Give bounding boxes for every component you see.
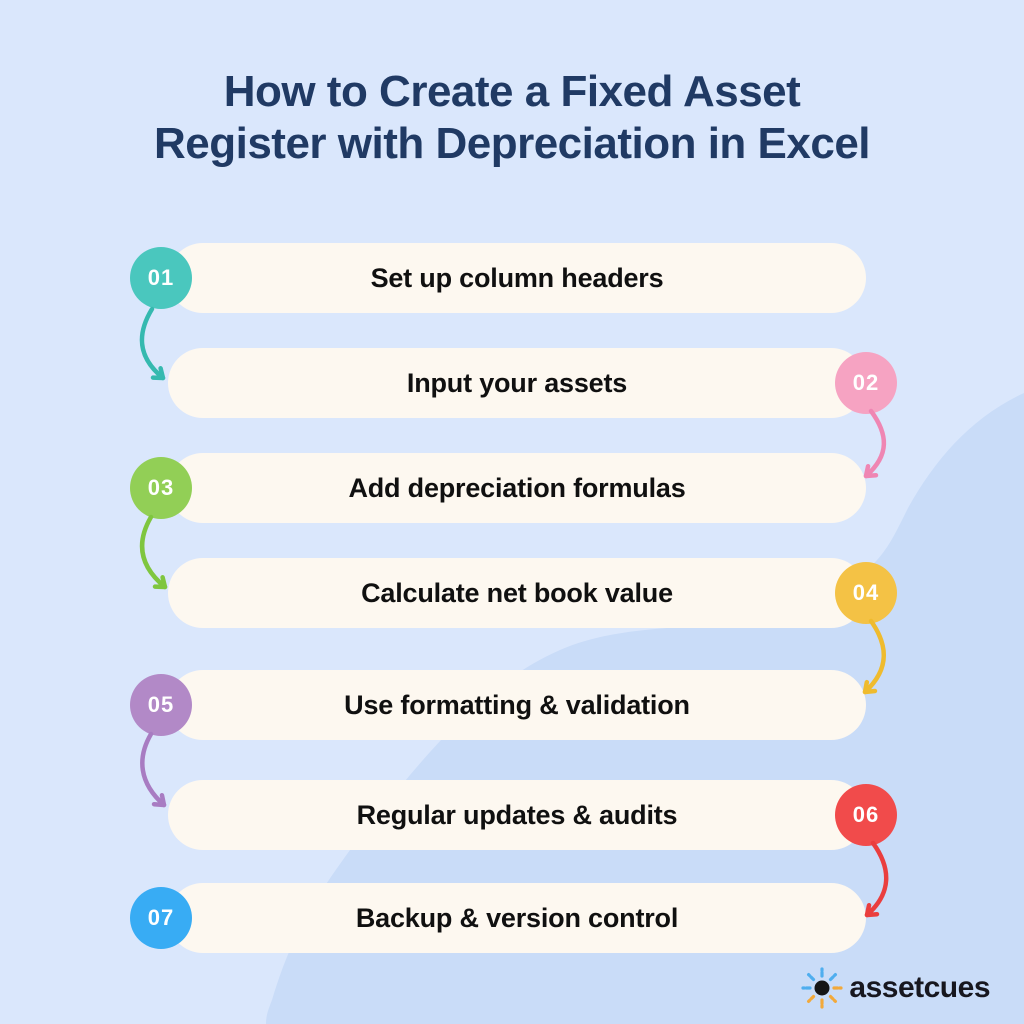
brand-logo: assetcues xyxy=(800,966,990,1010)
step-pill-2: Input your assets xyxy=(168,348,866,418)
step-badge-05: 05 xyxy=(130,674,192,736)
step-number: 07 xyxy=(147,905,175,930)
step-label: Use formatting & validation xyxy=(344,689,690,720)
step-badge-03: 03 xyxy=(130,457,192,519)
step-pill-3: Add depreciation formulas xyxy=(168,453,866,523)
step-badge-07: 07 xyxy=(130,887,192,949)
arrow-step2-to-step3 xyxy=(863,408,887,479)
step-number: 05 xyxy=(147,692,175,717)
starburst-icon xyxy=(801,967,843,1009)
step-pill-7: Backup & version control xyxy=(168,883,866,953)
step-number: 01 xyxy=(147,265,175,290)
arrow-step5-to-step6 xyxy=(140,731,167,808)
step-number: 03 xyxy=(147,475,175,500)
step-label: Input your assets xyxy=(406,367,628,398)
step-label: Calculate net book value xyxy=(361,577,673,608)
step-label: Add depreciation formulas xyxy=(348,472,686,503)
arrow-step4-to-step5 xyxy=(862,618,886,695)
arrow-step3-to-step4 xyxy=(139,514,168,590)
page-title-line2: Register with Depreciation in Excel xyxy=(153,118,871,168)
logo-text: assetcues xyxy=(849,971,990,1004)
step-pill-5: Use formatting & validation xyxy=(168,670,866,740)
arrow-step1-to-step2 xyxy=(139,306,166,381)
page-title: How to Create a Fixed Asset Register wit… xyxy=(0,66,1024,170)
step-number: 02 xyxy=(852,370,880,395)
step-label: Regular updates & audits xyxy=(356,799,678,830)
step-number: 06 xyxy=(852,802,880,827)
step-badge-04: 04 xyxy=(835,562,897,624)
step-badge-06: 06 xyxy=(835,784,897,846)
step-pill-6: Regular updates & audits xyxy=(168,780,866,850)
step-pill-4: Calculate net book value xyxy=(168,558,866,628)
step-number: 04 xyxy=(852,580,880,605)
step-label: Backup & version control xyxy=(355,902,679,933)
step-label: Set up column headers xyxy=(370,262,664,293)
step-badge-02: 02 xyxy=(835,352,897,414)
arrow-step6-to-step7 xyxy=(864,840,889,918)
page-title-line1: How to Create a Fixed Asset xyxy=(223,67,801,116)
step-badge-01: 01 xyxy=(130,247,192,309)
step-pill-1: Set up column headers xyxy=(168,243,866,313)
